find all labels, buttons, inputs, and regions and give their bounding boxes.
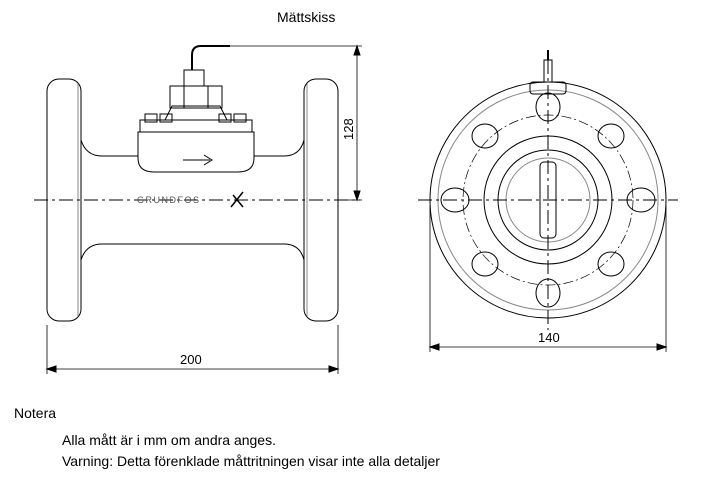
bolt-left-1	[144, 113, 158, 123]
meter-housing	[137, 131, 255, 173]
sensor-base	[164, 105, 228, 121]
manufacturer-logo: GRUNDFOS	[137, 195, 201, 205]
note-units: Alla mått är i mm om andra anges.	[62, 432, 276, 448]
pipe-body-bottom	[80, 243, 305, 261]
height-arrow-top	[353, 44, 361, 56]
diameter-dimension: 140	[538, 330, 560, 345]
pipe-body-top	[80, 139, 138, 157]
flow-arrow-head	[203, 154, 213, 166]
pipe-body-top-right	[254, 139, 305, 157]
logo-x-mark	[230, 191, 244, 208]
length-dimension: 200	[180, 352, 202, 367]
diameter-arrow-right	[656, 343, 668, 351]
bolt-left-2	[159, 113, 173, 123]
bolt-hole-top-left	[471, 123, 499, 149]
note-warning: Varning: Detta förenklade måttritningen …	[62, 453, 440, 469]
sensor-nut	[183, 69, 205, 87]
diameter-arrow-left	[428, 343, 440, 351]
drawing-title: Mättskiss	[277, 9, 336, 25]
bolt-hole-bottom-left	[471, 251, 499, 277]
length-arrow-left	[45, 365, 57, 373]
length-arrow-right	[328, 365, 340, 373]
bolt-right-1	[218, 113, 232, 123]
sensor-body	[169, 85, 223, 109]
side-view	[34, 44, 362, 374]
height-dimension: 128	[341, 118, 356, 140]
bolt-hole-bottom-right	[597, 251, 625, 277]
housing-top-plate	[139, 119, 253, 133]
bolt-right-2	[233, 113, 247, 123]
front-view	[418, 50, 678, 352]
height-arrow-bottom	[353, 190, 361, 202]
bolt-hole-top-right	[597, 123, 625, 149]
notes-heading: Notera	[14, 405, 57, 421]
sensor-cable	[191, 45, 230, 70]
